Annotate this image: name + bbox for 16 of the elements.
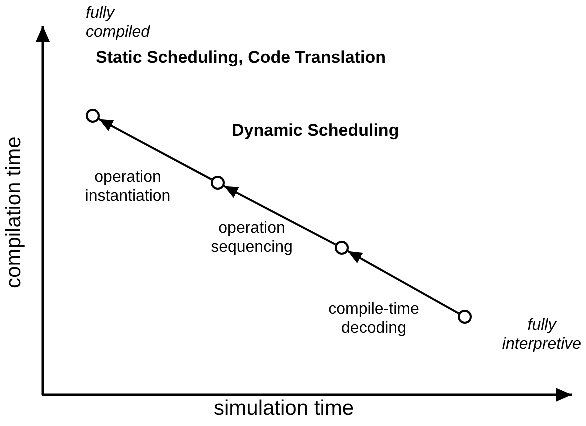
axis-label: compilation time (1, 136, 26, 288)
arrow (224, 185, 336, 246)
axis-label: fully compiled (86, 4, 152, 42)
point-marker (335, 241, 349, 255)
stage-label: Static Scheduling, Code Translation (96, 48, 386, 68)
point-marker (458, 310, 472, 324)
edge-label: operation instantiation (84, 168, 172, 206)
arrow (98, 118, 212, 181)
point-marker (211, 176, 225, 190)
edge-label: compile-time decoding (328, 300, 420, 338)
axis-label: simulation time (214, 396, 354, 422)
axis-label: fully interpretive (501, 316, 583, 354)
arrow (348, 250, 460, 314)
point-marker (86, 109, 100, 123)
edge-label: operation sequencing (210, 219, 294, 258)
stage-label: Dynamic Scheduling (232, 121, 400, 141)
